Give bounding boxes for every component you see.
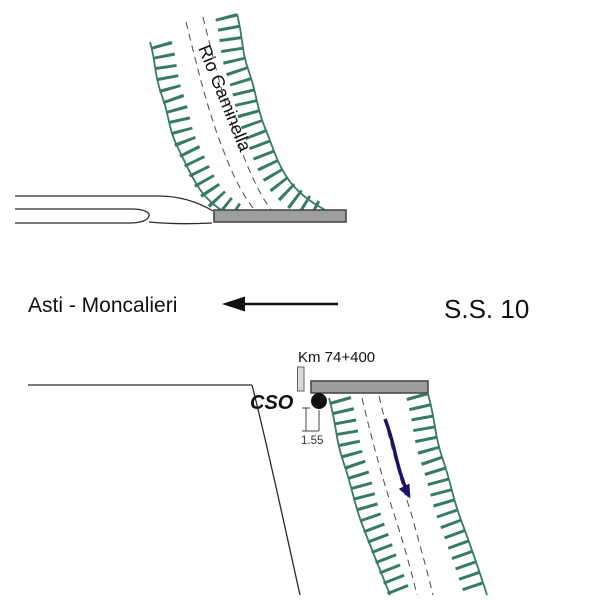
upper-river-centerline-2	[202, 16, 275, 215]
upper-road-edge-line	[15, 195, 214, 212]
km-post-marker	[297, 366, 305, 392]
upper-road-island	[15, 208, 150, 224]
lower-bridge-parapet-bar	[310, 380, 429, 394]
upper-road-lower-edge	[148, 221, 213, 225]
upper-river-right-bank	[236, 13, 334, 215]
river-name-label: Rio Gaminella	[194, 42, 255, 155]
road-number-label: S.S. 10	[444, 294, 529, 324]
flow-direction-arrow-icon	[383, 418, 411, 499]
lower-river-left-hatch	[329, 395, 411, 600]
lower-embankment-line	[251, 384, 301, 596]
upper-bridge-parapet-bar	[213, 209, 347, 223]
km-marker-label: Km 74+400	[298, 349, 375, 366]
lower-river	[328, 391, 488, 600]
upper-river	[149, 13, 334, 225]
upper-road-edges	[15, 195, 214, 225]
upper-river-centerline-1	[185, 21, 259, 215]
upper-river-left-hatch	[150, 40, 242, 224]
outfall-label: CSO	[250, 392, 294, 414]
lower-road-edges	[28, 384, 301, 596]
lower-river-centerline-2	[378, 395, 434, 596]
lower-river-left-bank	[328, 397, 391, 596]
offset-dimension-label: 1.55	[301, 435, 323, 447]
lower-river-right-bank	[427, 393, 488, 596]
lower-river-centerline-1	[361, 397, 418, 596]
upper-river-left-bank	[149, 41, 228, 215]
direction-arrow-head	[222, 296, 245, 312]
lower-river-right-hatch	[406, 391, 487, 599]
route-direction-label: Asti - Moncalieri	[28, 294, 177, 317]
offset-dimension-marks	[302, 407, 320, 432]
direction-arrow-icon	[222, 296, 338, 312]
outfall-point-dot	[311, 393, 327, 409]
